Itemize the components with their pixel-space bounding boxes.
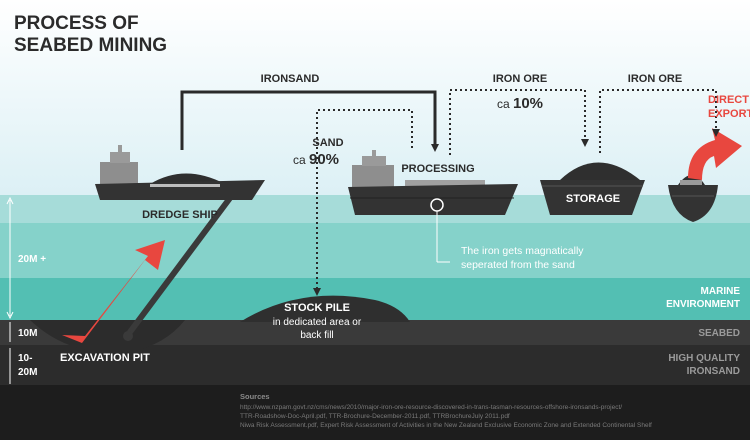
dredge-ship-cabin	[100, 162, 138, 184]
depth-label-10m: 10M	[18, 328, 37, 339]
storage-label: STORAGE	[566, 193, 620, 205]
seabed-layer	[0, 320, 750, 345]
direct-export-label-1: DIRECT	[708, 94, 749, 106]
excavation-pit	[30, 320, 185, 353]
bedrock-layer	[0, 385, 750, 440]
dredge-pipe	[127, 195, 233, 335]
sand-share-value: 90%	[309, 151, 339, 168]
water-mid-band	[0, 223, 750, 278]
stock-pile-sub-2: back fill	[300, 330, 333, 341]
dredge-ship-label: DREDGE SHIP	[142, 209, 218, 221]
ironsand-flow-line	[180, 90, 439, 152]
zone-marine-1: MARINE	[701, 286, 741, 297]
stock-pile-sub-1: in dedicated area or	[273, 317, 362, 328]
depth-label-10-20m-b: 20M	[18, 367, 37, 378]
sources-line-1: http://www.nzpam.govt.nz/cms/news/2010/m…	[240, 404, 622, 411]
uplift-arrow	[62, 240, 165, 343]
iron-ore-flow-line-2	[599, 89, 720, 153]
excavation-pit-label: EXCAVATION PIT	[60, 352, 150, 364]
depth-label-10-20m-a: 10-	[18, 353, 32, 364]
export-ship-hull	[668, 185, 718, 222]
processing-ship	[348, 150, 518, 263]
title-line-2: SEABED MINING	[14, 35, 167, 56]
storage-ship	[540, 162, 645, 215]
sources-heading: Sources	[240, 392, 270, 401]
depth-label-20m: 20M +	[18, 254, 46, 265]
zone-seabed: SEABED	[698, 328, 740, 339]
iron-share-prefix: ca	[497, 97, 510, 111]
dredge-head	[123, 331, 133, 341]
dredge-ship-hull	[95, 180, 265, 200]
processing-label: PROCESSING	[401, 163, 474, 175]
stock-pile-label: STOCK PILE	[284, 302, 350, 314]
ironsand-flow-label: IRONSAND	[261, 73, 320, 85]
dredge-ship	[95, 145, 265, 200]
magnet-note-1: The iron gets magnatically	[461, 245, 584, 257]
iron-ore-label-1: IRON ORE	[493, 73, 547, 85]
sources-block: Sources http://www.nzpam.govt.nz/cms/new…	[240, 392, 652, 429]
iron-ore-label-2: IRON ORE	[628, 73, 682, 85]
storage-ship-load	[560, 162, 640, 180]
title-line-1: PROCESS OF	[14, 13, 139, 34]
sand-flow-line	[313, 109, 413, 296]
depth-scale	[6, 196, 14, 384]
magnet-note-2: seperated from the sand	[461, 259, 575, 271]
iron-ore-flow-line-1	[449, 89, 589, 155]
sand-label: SAND	[312, 137, 343, 149]
sources-line-3: Niwa Risk Assessment.pdf, Expert Risk As…	[240, 422, 652, 429]
processing-ship-hull	[348, 184, 518, 215]
direct-export-arrow	[688, 128, 742, 180]
zone-hq-2: IRONSAND	[687, 366, 740, 377]
zone-hq-1: HIGH QUALITY	[668, 353, 740, 364]
sources-line-2: TTR-Roadshow-Doc-April.pdf, TTR-Brochure…	[240, 413, 510, 420]
direct-export-label-2: EXPORT	[708, 108, 750, 120]
title-block: PROCESS OF SEABED MINING	[14, 13, 167, 56]
stock-pile-mound	[240, 295, 410, 322]
processing-ship-cabin	[352, 165, 394, 187]
zone-marine-2: ENVIRONMENT	[666, 299, 740, 310]
sand-share-prefix: ca	[293, 153, 306, 167]
iron-share-value: 10%	[513, 95, 543, 112]
dredge-ship-load	[150, 173, 225, 184]
storage-ship-hull	[540, 180, 645, 215]
